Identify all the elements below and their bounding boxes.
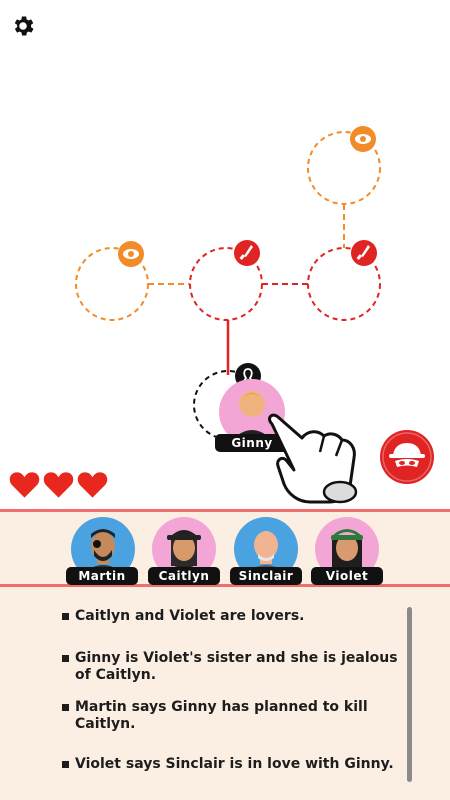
clue-item: Ginny is Violet's sister and she is jeal… [62, 650, 402, 684]
clue-item: Martin says Ginny has planned to kill Ca… [62, 699, 402, 733]
knife-icon [234, 240, 260, 266]
bullet [62, 655, 69, 662]
slot-left[interactable] [75, 247, 149, 321]
bullet [62, 613, 69, 620]
slot-top[interactable] [307, 131, 381, 205]
heart-icon [43, 472, 74, 498]
bullet [62, 704, 69, 711]
slot-right[interactable] [307, 247, 381, 321]
slot-middle[interactable] [189, 247, 263, 321]
suspect-panel: Martin Caitlyn Sinclair Violet [0, 509, 450, 587]
pointing-hand-icon [268, 413, 358, 504]
suspect-name: Violet [311, 567, 383, 585]
suspect-violet[interactable] [314, 516, 380, 582]
clue-list[interactable]: Caitlyn and Violet are lovers. Ginny is … [0, 587, 450, 800]
active-character-name: Ginny [215, 434, 289, 452]
clue-item: Caitlyn and Violet are lovers. [62, 608, 402, 625]
heart-icon [77, 472, 108, 498]
clue-scrollbar[interactable] [407, 607, 412, 782]
gear-icon[interactable] [10, 13, 36, 39]
heart-icon [9, 472, 40, 498]
bullet [62, 761, 69, 768]
suspect-name: Caitlyn [148, 567, 220, 585]
suspect-name: Martin [66, 567, 138, 585]
eye-icon [350, 126, 376, 152]
relationship-board [75, 126, 381, 445]
suspect-name: Sinclair [230, 567, 302, 585]
lives-row [9, 471, 109, 501]
knife-icon [351, 240, 377, 266]
detective-icon[interactable] [379, 429, 435, 485]
eye-icon [118, 241, 144, 267]
clue-item: Violet says Sinclair is in love with Gin… [62, 756, 402, 773]
